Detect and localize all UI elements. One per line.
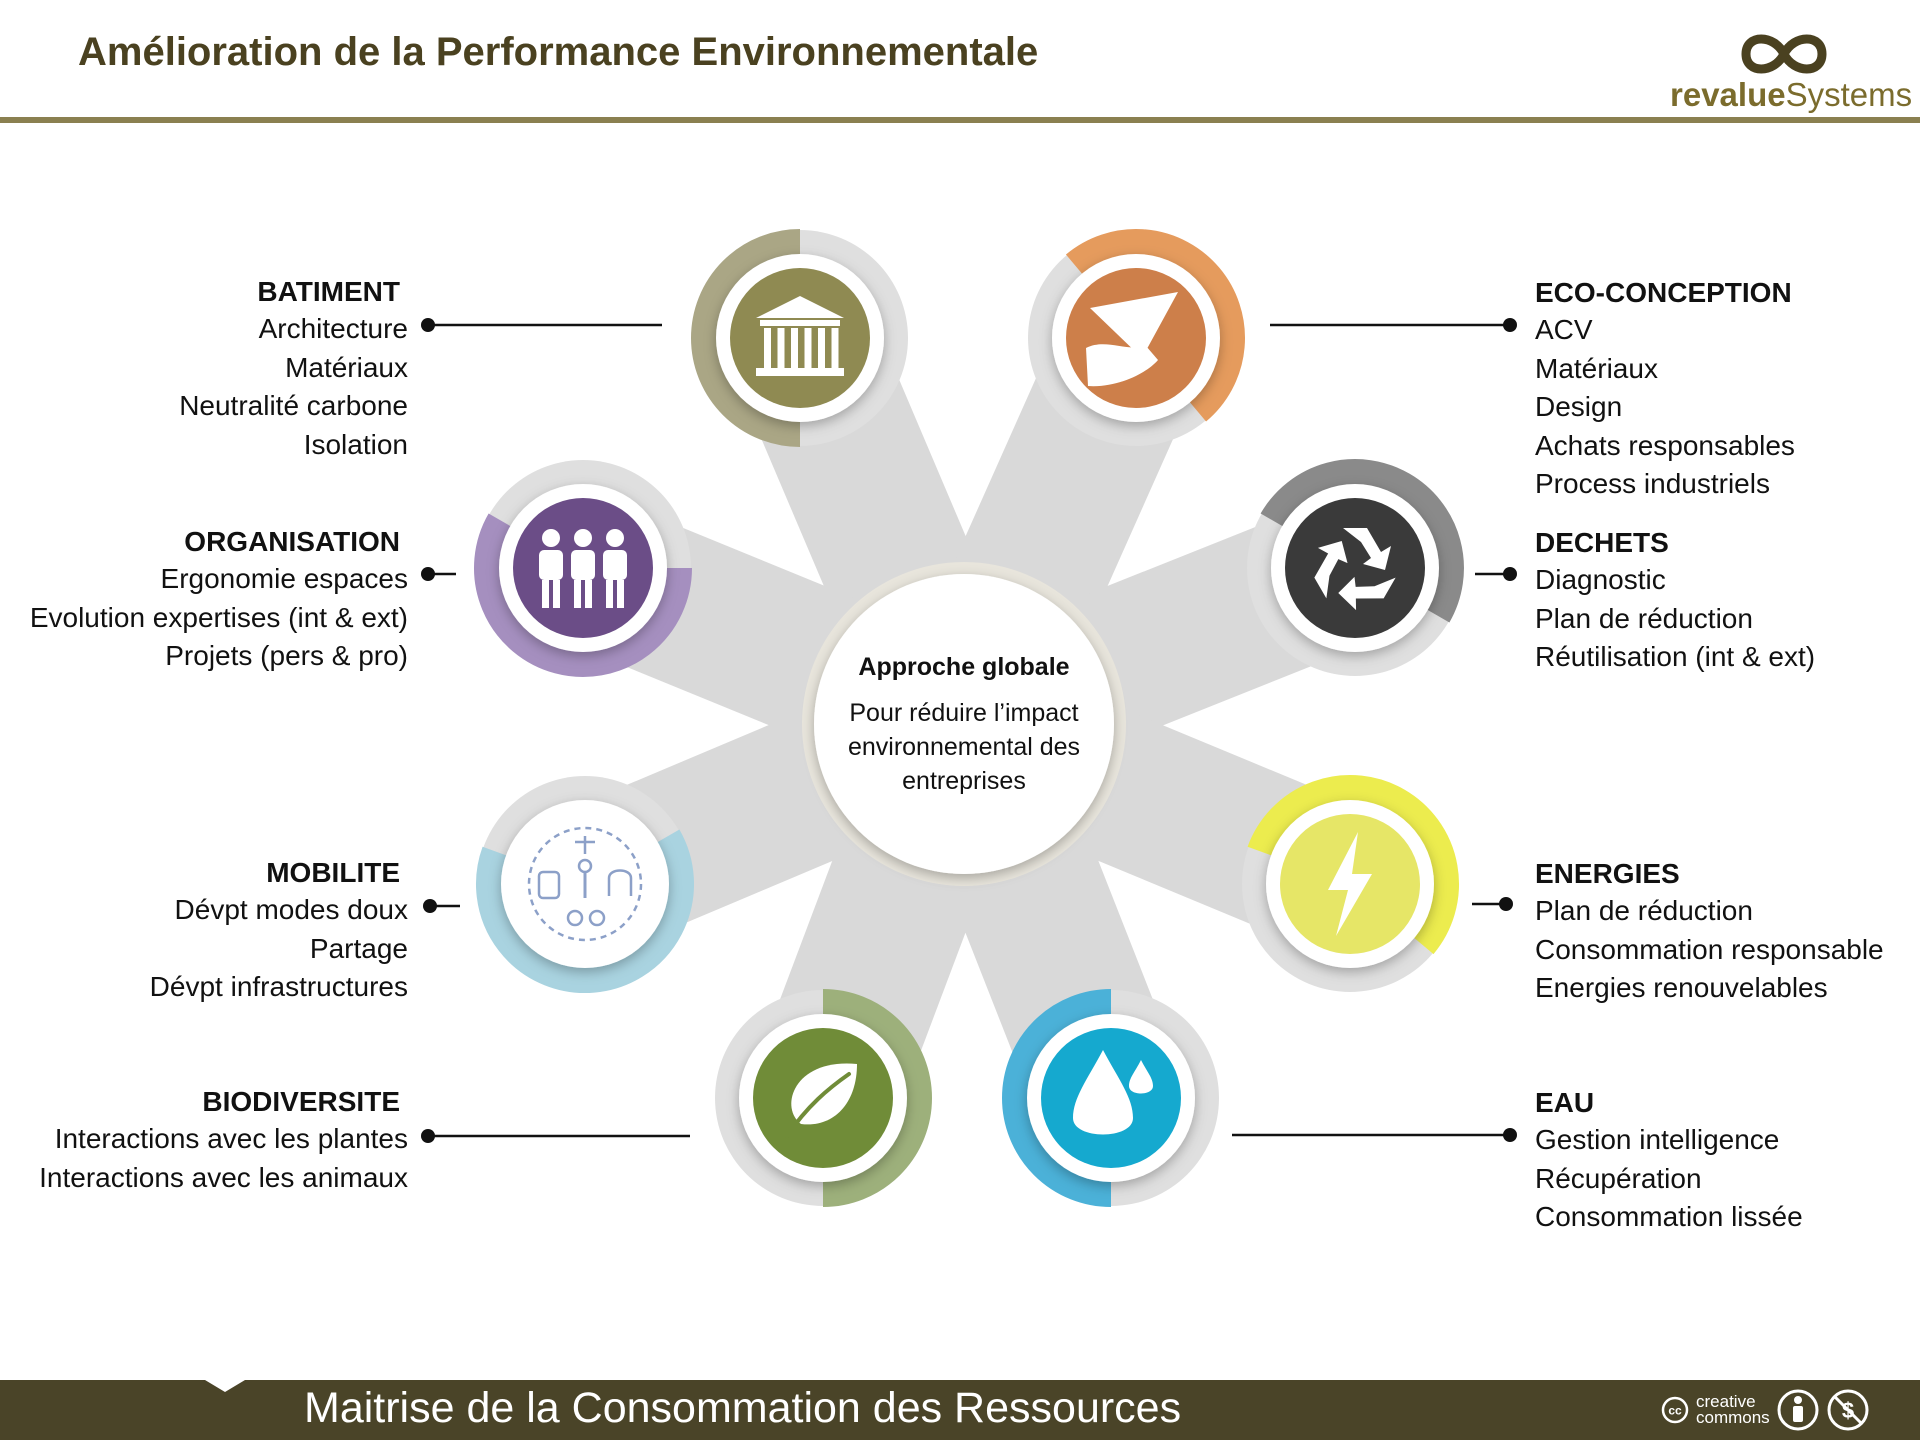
group-item: Partage — [309, 932, 408, 964]
group-item: Energies renouvelables — [1535, 972, 1828, 1003]
group-energies: ENERGIES Plan de réduction Consommation … — [1535, 856, 1920, 1008]
noncommercial-icon: $ — [1827, 1389, 1869, 1431]
group-item: Projets (pers & pro) — [165, 640, 408, 671]
group-item: Consommation responsable — [1535, 933, 1884, 965]
diagram-connectors — [421, 318, 1517, 1143]
group-item: Dévpt modes doux — [174, 894, 408, 925]
transport-icon — [527, 826, 643, 942]
license-badge: cc creative commons $ — [1660, 1387, 1870, 1433]
connector-dechets — [1475, 567, 1517, 581]
group-item: Isolation — [303, 428, 408, 460]
group-item: Plan de réduction — [1535, 602, 1753, 634]
connector-batiment — [421, 318, 662, 332]
footer-bar — [0, 1380, 1920, 1440]
connector-biodiversite — [421, 1129, 690, 1143]
cc-line1: creative — [1696, 1392, 1756, 1411]
group-item: Plan de réduction — [1535, 895, 1753, 926]
group-item: Process industriels — [1535, 468, 1770, 499]
cc-icon: cc — [1661, 1396, 1689, 1424]
header-rule — [0, 117, 1920, 123]
revalue-logo-icon — [1741, 34, 1827, 74]
footer-title: Maitrise de la Consommation des Ressourc… — [304, 1384, 1182, 1432]
diagram-nodes — [474, 229, 1464, 1207]
attribution-icon — [1777, 1389, 1819, 1431]
footer-notch — [205, 1380, 245, 1392]
design-hand-icon — [1086, 292, 1178, 387]
leaf-icon — [785, 1063, 857, 1138]
group-title: BIODIVERSITE — [202, 1086, 400, 1117]
group-eau: EAU Gestion intelligence Récupération Co… — [1535, 1085, 1920, 1237]
group-item: Achats responsables — [1535, 429, 1795, 461]
group-item: Diagnostic — [1535, 564, 1666, 595]
lightning-icon — [1328, 832, 1372, 936]
group-mobilite: MOBILITE Dévpt modes doux Partage Dévpt … — [0, 855, 408, 1007]
hub-text: Pour réduire l’impact environnemental de… — [847, 698, 1081, 795]
connector-eau — [1232, 1128, 1517, 1142]
group-item: Design — [1535, 391, 1623, 422]
group-title: ECO-CONCEPTION — [1535, 277, 1792, 308]
node-organisation — [474, 460, 692, 677]
group-dechets: DECHETS Diagnostic Plan de réduction Réu… — [1535, 525, 1920, 677]
group-item: Gestion intelligence — [1535, 1124, 1780, 1155]
connector-organisation — [421, 567, 456, 581]
building-icon — [756, 296, 844, 376]
hub-shape — [802, 562, 1126, 886]
group-title: EAU — [1535, 1087, 1595, 1118]
group-organisation: ORGANISATION Ergonomie espaces Evolution… — [0, 524, 408, 676]
water-drop-icon — [1073, 1050, 1153, 1135]
logo-wordmark: revalueSystems — [1670, 76, 1913, 113]
group-biodiversite: BIODIVERSITE Interactions avec les plant… — [0, 1084, 408, 1197]
svg-text:cc: cc — [1668, 1404, 1682, 1418]
group-item: Interactions avec les plantes — [54, 1123, 408, 1154]
group-item: Dévpt infrastructures — [149, 971, 408, 1002]
connector-mobilite — [423, 899, 460, 913]
group-item: Consommation lissée — [1535, 1201, 1803, 1232]
node-biodiversite — [715, 989, 932, 1207]
group-item: Récupération — [1535, 1162, 1702, 1194]
group-item: Interactions avec les animaux — [39, 1161, 408, 1193]
group-item: Architecture — [258, 313, 408, 344]
group-title: ORGANISATION — [184, 526, 400, 557]
group-item: Matériaux — [1535, 352, 1658, 384]
group-title: BATIMENT — [257, 276, 400, 307]
group-item: ACV — [1535, 314, 1593, 345]
people-icon — [539, 529, 627, 608]
group-eco-conception: ECO-CONCEPTION ACV Matériaux Design Acha… — [1535, 275, 1920, 504]
node-dechets — [1247, 459, 1464, 676]
group-item: Matériaux — [285, 351, 408, 383]
group-title: ENERGIES — [1535, 858, 1680, 889]
group-title: MOBILITE — [266, 857, 400, 888]
node-mobilite — [476, 776, 694, 993]
group-item: Evolution expertises (int & ext) — [29, 601, 408, 633]
connector-energies — [1472, 897, 1513, 911]
group-item: Neutralité carbone — [179, 390, 408, 421]
hub-title: Approche globale — [858, 652, 1070, 681]
node-eau — [1002, 989, 1219, 1207]
group-batiment: BATIMENT Architecture Matériaux Neutrali… — [0, 274, 408, 464]
page-title: Amélioration de la Performance Environne… — [78, 30, 1039, 74]
node-eco-conception — [1028, 229, 1245, 446]
connector-eco-conception — [1270, 318, 1517, 332]
recycle-icon — [1314, 528, 1396, 611]
hub-circle — [814, 574, 1114, 874]
node-batiment — [691, 229, 908, 447]
group-item: Ergonomie espaces — [160, 563, 408, 594]
group-title: DECHETS — [1535, 527, 1669, 558]
group-item: Réutilisation (int & ext) — [1535, 641, 1816, 672]
node-energies — [1242, 775, 1459, 992]
cc-line2: commons — [1696, 1408, 1770, 1427]
center-hub: Approche globale Pour réduire l’impact e… — [804, 565, 1124, 885]
